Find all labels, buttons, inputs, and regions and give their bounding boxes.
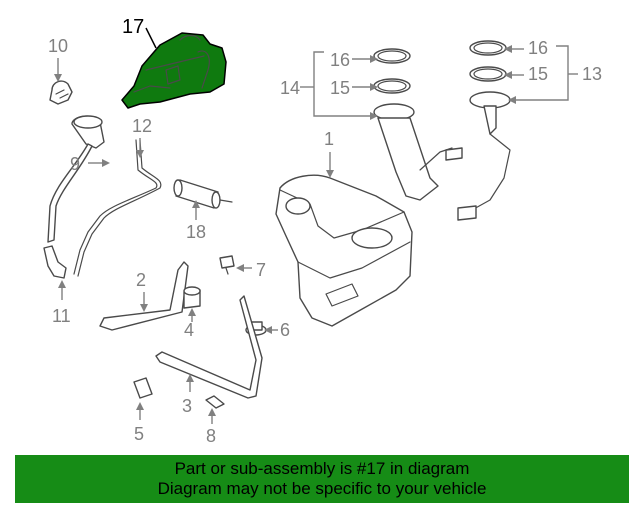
label-16-right: 16 bbox=[528, 38, 548, 58]
part-1-fuel-tank[interactable] bbox=[275, 174, 413, 327]
part-10-cap[interactable] bbox=[49, 80, 73, 105]
label-11: 11 bbox=[52, 306, 71, 326]
part-13-level-sender[interactable] bbox=[457, 91, 511, 221]
part-15-seal-left[interactable] bbox=[373, 78, 411, 94]
info-banner: Part or sub-assembly is #17 in diagram D… bbox=[15, 455, 629, 503]
label-10: 10 bbox=[48, 36, 68, 56]
leader-17 bbox=[145, 27, 157, 49]
parts-diagram: 17 10 9 11 12 18 bbox=[43, 16, 602, 446]
part-15-seal-right[interactable] bbox=[469, 66, 507, 82]
label-13: 13 bbox=[582, 64, 602, 84]
label-12: 12 bbox=[132, 116, 152, 136]
label-14: 14 bbox=[280, 78, 300, 98]
part-3-strap[interactable] bbox=[155, 295, 263, 399]
label-9: 9 bbox=[70, 154, 80, 174]
part-8-pad[interactable] bbox=[205, 395, 225, 409]
label-16-left: 16 bbox=[330, 50, 350, 70]
part-2-tank-strap[interactable] bbox=[99, 261, 189, 331]
part-7-bolt[interactable] bbox=[219, 255, 235, 275]
label-15-left: 15 bbox=[330, 78, 350, 98]
banner-line-1: Part or sub-assembly is #17 in diagram bbox=[174, 459, 470, 478]
banner-line-2: Diagram may not be specific to your vehi… bbox=[157, 479, 487, 498]
label-15-right: 15 bbox=[528, 64, 548, 84]
label-18: 18 bbox=[186, 222, 206, 242]
part-5-clip[interactable] bbox=[133, 377, 153, 399]
label-1: 1 bbox=[324, 129, 334, 149]
label-4: 4 bbox=[184, 320, 194, 340]
label-6: 6 bbox=[280, 320, 290, 340]
label-3: 3 bbox=[182, 396, 192, 416]
part-16-lock-ring-right[interactable] bbox=[469, 40, 507, 56]
part-16-lock-ring-left[interactable] bbox=[373, 48, 411, 64]
label-5: 5 bbox=[134, 424, 144, 444]
part-14-fuel-pump-sender[interactable] bbox=[373, 103, 463, 201]
part-17-reservoir[interactable] bbox=[121, 32, 227, 109]
part-9-filler-neck[interactable] bbox=[47, 115, 105, 243]
part-18-fuel-filter[interactable] bbox=[173, 179, 233, 209]
label-17: 17 bbox=[122, 16, 144, 38]
part-4-bushing[interactable] bbox=[183, 286, 201, 309]
part-12-vent-line[interactable] bbox=[73, 139, 162, 277]
label-2: 2 bbox=[136, 270, 146, 290]
part-11-hose-end[interactable] bbox=[43, 245, 67, 279]
label-7: 7 bbox=[256, 260, 266, 280]
label-8: 8 bbox=[206, 426, 216, 446]
